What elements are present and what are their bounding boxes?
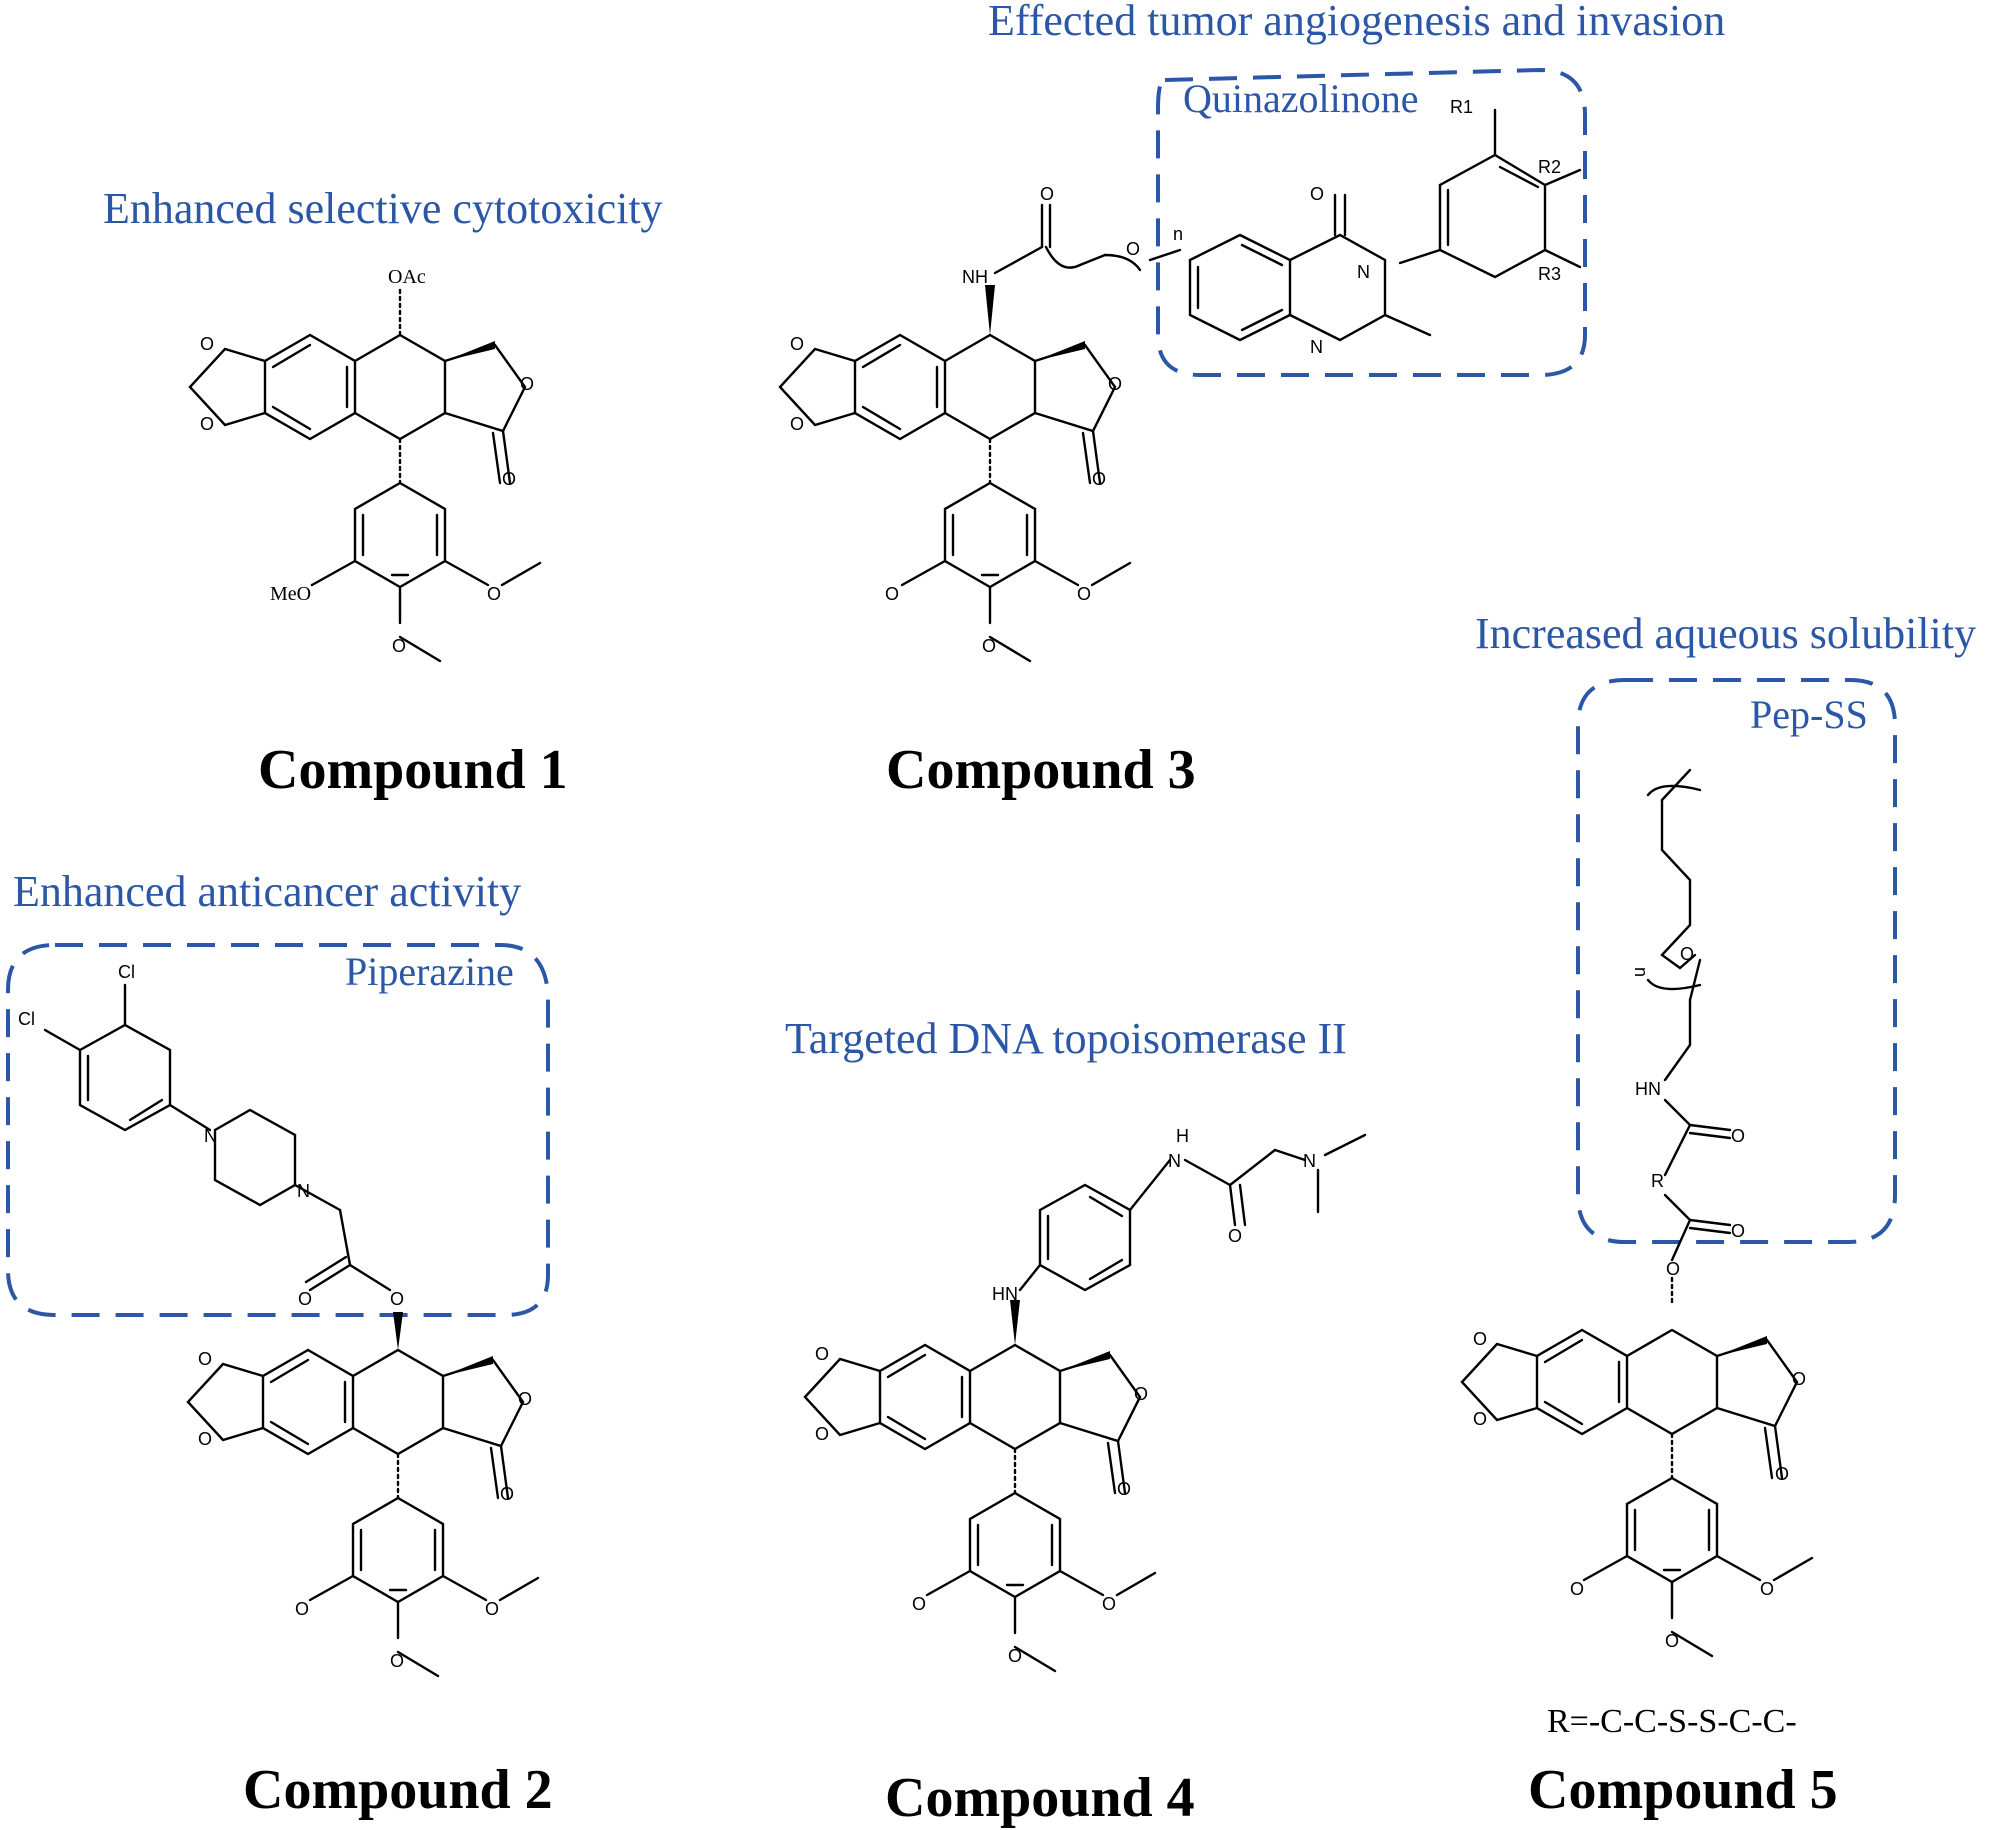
- atom-o: O: [885, 584, 899, 604]
- compound-4-h-label: H: [1176, 1126, 1189, 1146]
- compound-3-r1-label: R1: [1450, 97, 1473, 117]
- atom-n: N: [1168, 1151, 1181, 1171]
- compound-1-annotation: Enhanced selective cytotoxicity: [103, 184, 663, 233]
- atom-o: O: [1228, 1226, 1242, 1246]
- atom-o: O: [390, 1651, 404, 1671]
- compound-2-caption: Compound 2: [243, 1759, 553, 1821]
- atom-o: O: [1008, 1646, 1022, 1666]
- atom-n: N: [204, 1126, 217, 1146]
- atom-o: O: [1092, 469, 1106, 489]
- compound-3-nh-label: NH: [962, 267, 988, 287]
- atom-o: O: [295, 1599, 309, 1619]
- compound-4-caption: Compound 4: [885, 1767, 1195, 1829]
- atom-o: O: [1117, 1479, 1131, 1499]
- compound-4-annotation: Targeted DNA topoisomerase II: [785, 1014, 1347, 1063]
- compound-3-annotation: Effected tumor angiogenesis and invasion: [988, 0, 1725, 45]
- atom-o: O: [390, 1289, 404, 1309]
- atom-o: O: [1102, 1594, 1116, 1614]
- compound-2: Enhanced anticancer activity Piperazine …: [6, 867, 553, 1821]
- atom-o: O: [485, 1599, 499, 1619]
- atom-o: O: [518, 1389, 532, 1409]
- atom-o: O: [1108, 374, 1122, 394]
- atom-o: O: [1666, 1259, 1680, 1279]
- atom-o: O: [982, 636, 996, 656]
- atom-o: O: [1775, 1464, 1789, 1484]
- compound-3-caption: Compound 3: [886, 739, 1196, 801]
- compound-5-r-label: R: [1651, 1171, 1664, 1191]
- atom-o: O: [298, 1289, 312, 1309]
- atom-o: O: [1134, 1384, 1148, 1404]
- atom-o: O: [1731, 1126, 1745, 1146]
- atom-o: O: [1077, 584, 1091, 604]
- r-definition: R=-C-C-S-S-C-C-: [1547, 1703, 1797, 1740]
- compound-5-n-label: n: [1631, 967, 1651, 977]
- atom-o: O: [200, 334, 214, 354]
- quinazolinone-label: Quinazolinone: [1183, 76, 1419, 121]
- atom-n: N: [1303, 1151, 1316, 1171]
- atom-o: O: [912, 1594, 926, 1614]
- compound-1-meo-label: MeO: [270, 583, 311, 605]
- piperazine-box: [6, 943, 550, 1317]
- atom-o: O: [200, 414, 214, 434]
- compound-5-hn-label: HN: [1635, 1079, 1661, 1099]
- atom-o: O: [198, 1429, 212, 1449]
- atom-o: O: [790, 414, 804, 434]
- compound-2-cl-label: Cl: [118, 962, 135, 982]
- pep-ss-label: Pep-SS: [1750, 692, 1868, 737]
- atom-o: O: [815, 1344, 829, 1364]
- atom-o: O: [1473, 1409, 1487, 1429]
- atom-o: O: [1731, 1221, 1745, 1241]
- compound-1: Enhanced selective cytotoxicity OAc O O …: [103, 184, 663, 801]
- compound-5-peg-chain: [1646, 768, 1732, 1307]
- atom-o: O: [500, 1484, 514, 1504]
- atom-o: O: [815, 1424, 829, 1444]
- atom-o: O: [1570, 1579, 1584, 1599]
- atom-o: O: [1680, 944, 1694, 964]
- compound-5: Increased aqueous solubility Pep-SS O n …: [1460, 609, 1976, 1821]
- atom-o: O: [1126, 239, 1140, 259]
- compound-1-caption: Compound 1: [258, 739, 568, 801]
- piperazine-label: Piperazine: [345, 949, 514, 994]
- atom-n: N: [1357, 262, 1370, 282]
- compound-3: Effected tumor angiogenesis and invasion…: [778, 0, 1725, 801]
- atom-o: O: [502, 469, 516, 489]
- compound-4-hn-label: HN: [992, 1284, 1018, 1304]
- compound-4: Targeted DNA topoisomerase II H N N O HN…: [785, 1014, 1367, 1829]
- atom-o: O: [1310, 184, 1324, 204]
- compound-4-side-chain: [1018, 1133, 1367, 1292]
- compound-2-cl-label: Cl: [18, 1009, 35, 1029]
- atom-o: O: [1473, 1329, 1487, 1349]
- compound-1-oac-label: OAc: [388, 266, 426, 288]
- atom-o: O: [1792, 1369, 1806, 1389]
- compound-5-caption: Compound 5: [1528, 1759, 1838, 1821]
- compound-1-structure: OAc: [188, 266, 542, 663]
- quinazolinone-box: [1156, 67, 1587, 377]
- atom-n: N: [1310, 337, 1323, 357]
- compound-2-structure: [186, 1312, 540, 1678]
- compound-3-r2-label: R2: [1538, 157, 1561, 177]
- compound-5-structure: [1460, 1328, 1814, 1658]
- compound-3-structure: NH n R1 R2 R3: [778, 97, 1582, 663]
- atom-o: O: [1040, 184, 1054, 204]
- compound-3-r3-label: R3: [1538, 264, 1561, 284]
- atom-o: O: [198, 1349, 212, 1369]
- compound-3-n-label: n: [1173, 224, 1183, 244]
- atom-o: O: [520, 374, 534, 394]
- compound-4-structure: [803, 1300, 1157, 1673]
- compound-5-annotation: Increased aqueous solubility: [1475, 609, 1976, 658]
- pep-ss-box: [1576, 678, 1897, 1244]
- atom-o: O: [1665, 1631, 1679, 1651]
- atom-o: O: [1760, 1579, 1774, 1599]
- atom-o: O: [392, 636, 406, 656]
- atom-n: N: [297, 1181, 310, 1201]
- atom-o: O: [790, 334, 804, 354]
- atom-o: O: [487, 584, 501, 604]
- compound-2-linker: [43, 983, 392, 1292]
- compound-2-annotation: Enhanced anticancer activity: [13, 867, 521, 916]
